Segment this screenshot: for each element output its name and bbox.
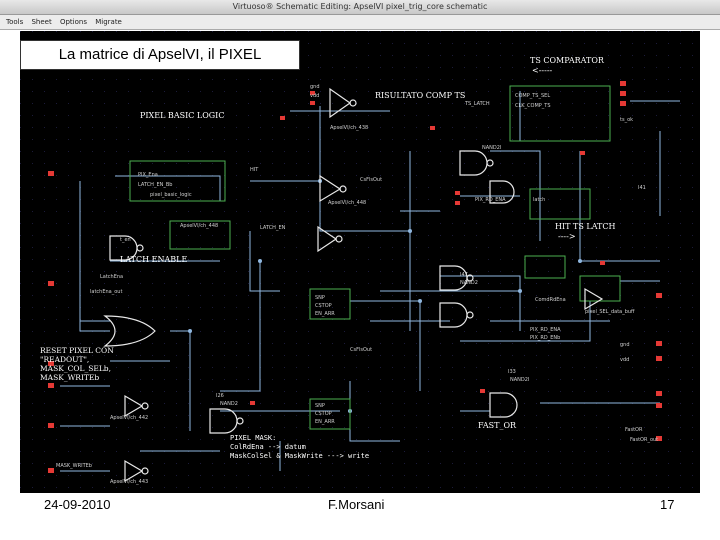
label-reset-line1: RESET PIXEL CON — [40, 346, 114, 355]
label-hit-ts-arrow: ----> — [558, 232, 576, 241]
svg-text:pixel_basic_logic: pixel_basic_logic — [150, 192, 192, 198]
window-titlebar: Virtuoso® Schematic Editing: ApselVI pix… — [0, 0, 720, 15]
node-inst-b: I26 — [216, 393, 224, 399]
node-nand-c: NAND2 — [220, 401, 238, 407]
node-pix-rd-ena: PIX_RD_ENA — [530, 327, 561, 333]
slide-page-number: 17 — [660, 497, 675, 512]
menu-item-migrate[interactable]: Migrate — [95, 18, 122, 26]
label-mask-line2: MaskColSel & MaskWrite ---> write — [230, 452, 369, 460]
label-hit-ts-latch: HIT TS LATCH — [555, 222, 615, 231]
svg-text:ApselVI/ch_448: ApselVI/ch_448 — [328, 200, 366, 206]
label-reset-line4: MASK_WRITEb — [40, 373, 99, 382]
svg-text:CsFlsOut: CsFlsOut — [350, 347, 372, 353]
svg-text:PIX_Ena: PIX_Ena — [138, 172, 158, 178]
schematic-drawing: gnd vdd ApselVI/ch_438 ApselVI/ch_448 PI… — [20, 31, 700, 493]
node-inst-c: I33 — [508, 369, 516, 375]
svg-text:SNP: SNP — [315, 295, 325, 301]
svg-text:gnd: gnd — [310, 84, 320, 90]
svg-text:EN_ARR: EN_ARR — [315, 419, 335, 425]
svg-text:ApselVI/ch_438: ApselVI/ch_438 — [330, 125, 368, 131]
label-ts-comparator: TS COMPARATOR — [530, 56, 605, 65]
label-pixel-mask: PIXEL MASK: — [230, 434, 276, 442]
svg-text:LATCH_EN_Bb: LATCH_EN_Bb — [138, 182, 172, 188]
label-latch-enable: LATCH ENABLE — [120, 255, 187, 264]
node-ts-latch: TS_LATCH — [464, 101, 490, 107]
svg-text:ApselVI/ch_443: ApselVI/ch_443 — [110, 479, 148, 485]
svg-text:SNP: SNP — [315, 403, 325, 409]
svg-text:vdd: vdd — [310, 93, 319, 99]
node-nand-b: NAND2 — [460, 280, 478, 286]
window-title: Virtuoso® Schematic Editing: ApselVI pix… — [232, 2, 488, 11]
svg-text:latch: latch — [533, 197, 545, 203]
svg-text:CSTOP: CSTOP — [315, 303, 332, 309]
node-pix-rd-enb: PIX_RD_ENb — [530, 335, 560, 341]
svg-text:CSTOP: CSTOP — [315, 411, 332, 417]
menu-item-tools[interactable]: Tools — [6, 18, 24, 26]
menu-item-options[interactable]: Options — [59, 18, 87, 26]
node-inst-a: I47 — [460, 272, 468, 278]
slide-author: F.Morsani — [328, 497, 385, 512]
svg-text:ApselVI/ch_448: ApselVI/ch_448 — [180, 223, 218, 229]
node-latch: LATCH_EN — [260, 225, 286, 231]
label-pixel-basic-logic: PIXEL BASIC LOGIC — [140, 111, 224, 120]
svg-text:EN_ARR: EN_ARR — [315, 311, 335, 317]
svg-text:MASK_WRITEb: MASK_WRITEb — [56, 463, 92, 469]
node-nand-d: NAND2I — [510, 377, 529, 383]
svg-text:gnd: gnd — [620, 342, 630, 348]
svg-text:ts_ok: ts_ok — [620, 117, 633, 123]
svg-text:latchEna_out: latchEna_out — [90, 289, 122, 295]
svg-text:PIX_RD_ENA: PIX_RD_ENA — [475, 197, 506, 203]
slide-title: La matrice di ApselVI, il PIXEL — [20, 40, 300, 70]
node-pixel-sel: pixel_SEL_data_buff — [585, 309, 635, 315]
svg-text:vdd: vdd — [620, 357, 629, 363]
label-fast-or: FAST_OR — [478, 421, 517, 430]
svg-text:ApselVI/ch_442: ApselVI/ch_442 — [110, 415, 148, 421]
menu-item-sheet[interactable]: Sheet — [31, 18, 52, 26]
menu-bar: Tools Sheet Options Migrate — [0, 15, 720, 30]
schematic-canvas[interactable]: gnd vdd ApselVI/ch_438 ApselVI/ch_448 PI… — [20, 31, 700, 493]
node-hit: HIT — [250, 167, 259, 173]
label-ts-arrow: <----- — [532, 66, 553, 75]
svg-text:FastOR_out: FastOR_out — [630, 437, 658, 443]
node-inst-d: I41 — [638, 185, 646, 191]
svg-text:CLK_COMP_TS: CLK_COMP_TS — [515, 103, 551, 109]
instance-group — [129, 85, 621, 430]
svg-text:t_en: t_en — [120, 237, 131, 243]
label-mask-line1: ColRdEna --> datum — [230, 443, 306, 451]
node-nand-a: NAND2I — [482, 145, 501, 151]
svg-text:COMP_TS_SEL: COMP_TS_SEL — [515, 93, 550, 99]
svg-text:LatchEna: LatchEna — [100, 274, 123, 280]
gate-group — [103, 87, 604, 483]
label-risultato-comp-ts: RISULTATO COMP TS — [375, 91, 465, 100]
node-fast-or-out: FastOR — [625, 427, 643, 433]
label-reset-line3: MASK_COL_SELb, — [40, 364, 111, 373]
label-reset-line2: "READOUT", — [40, 355, 89, 364]
svg-text:ComdRdEna: ComdRdEna — [535, 297, 566, 303]
pin-group — [48, 81, 662, 473]
slide-date: 24-09-2010 — [44, 497, 111, 512]
node-cs-out: CsFlsOut — [360, 177, 382, 183]
junction-group — [188, 179, 582, 413]
